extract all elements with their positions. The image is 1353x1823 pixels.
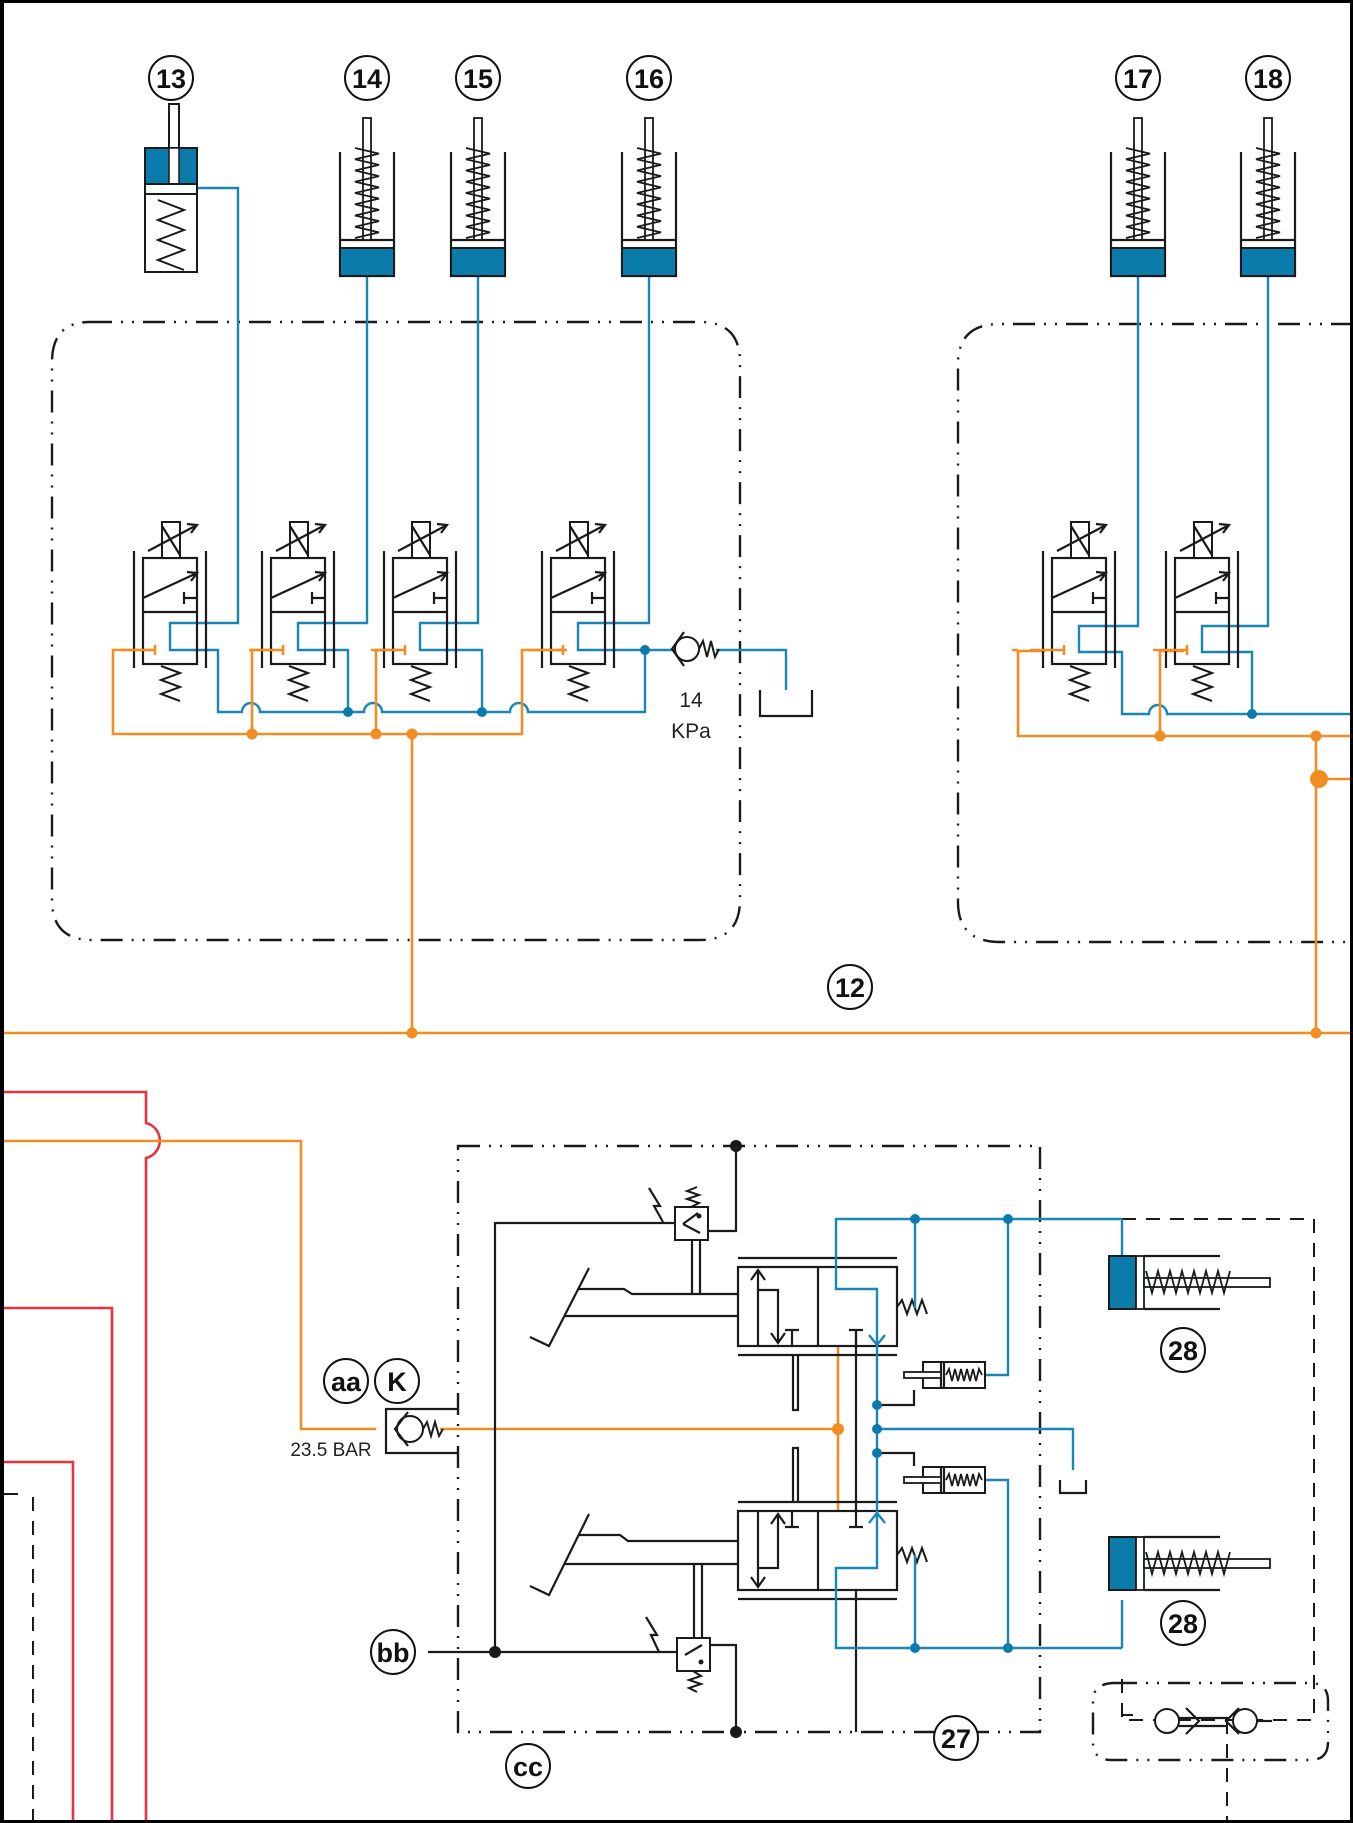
accumulator-15: [449, 117, 507, 278]
callout-15: 15: [455, 55, 501, 101]
signal-lines-lower: [834, 1217, 1124, 1650]
valve-block-housing-left: [50, 320, 742, 942]
callout-aa: aa: [323, 1358, 369, 1404]
double-check-housing: [1091, 1681, 1330, 1762]
callout-16: 16: [626, 55, 672, 101]
tank-icon-lower: [1058, 1480, 1088, 1495]
spring-accumulators: [338, 117, 1297, 278]
signal-junctions-lower: [872, 1214, 1013, 1653]
check-valve-pressure-label: 23.5 BAR: [290, 1440, 371, 1461]
callout-text: 15: [463, 64, 493, 94]
callout-text: 12: [835, 973, 865, 1003]
tank-icon-upper: [758, 690, 814, 718]
callout-text: 14: [352, 64, 382, 94]
relay-cylinder-upper: [903, 1361, 986, 1389]
pressure-switch-upper: [648, 1186, 709, 1294]
brake-chamber-enclosure: [1121, 1218, 1315, 1721]
pressure-switch-lower: [645, 1564, 711, 1693]
proportional-solenoid-valves: [121, 521, 1240, 702]
callout-text: K: [387, 1367, 407, 1397]
relief-pressure-value: 14: [679, 689, 703, 712]
callout-text: 27: [941, 1724, 971, 1754]
callout-18: 18: [1245, 55, 1291, 101]
callout-17: 17: [1115, 55, 1161, 101]
relay-cylinder-lower: [903, 1466, 986, 1494]
accumulator-18: [1239, 117, 1297, 278]
callout-27: 27: [933, 1715, 979, 1761]
brake-valve-spool-lower: [736, 1446, 928, 1601]
accumulator-16: [620, 117, 678, 278]
callout-text: 28: [1168, 1336, 1198, 1366]
callout-text: 18: [1253, 64, 1283, 94]
valve-block-housing-right: [956, 322, 1353, 944]
brake-chamber-28-lower: [1108, 1535, 1271, 1592]
callout-text: aa: [331, 1367, 362, 1397]
callout-28a: 28: [1160, 1327, 1206, 1373]
left-dashed-line: [4, 1493, 34, 1823]
proportional-valve-17: [1030, 521, 1117, 702]
brake-pedal-upper: [529, 1267, 738, 1348]
callout-text: 13: [156, 64, 186, 94]
proportional-valve-13: [121, 521, 208, 702]
callout-k: K: [374, 1358, 420, 1404]
callout-text: 16: [634, 64, 664, 94]
supply-junctions-upper: [246, 728, 1328, 1039]
accumulator-17: [1109, 117, 1167, 278]
signal-junctions-upper: [343, 645, 1257, 719]
brake-pedal-lower: [529, 1513, 738, 1597]
relief-check-valve-upper: [670, 631, 720, 667]
callout-13: 13: [148, 55, 194, 101]
proportional-valve-14: [249, 521, 336, 702]
actuator-link-upper: [877, 1390, 916, 1407]
actuator-link-lower: [877, 1451, 916, 1466]
callout-text: 17: [1123, 64, 1153, 94]
callout-text: bb: [377, 1638, 410, 1668]
callout-text: 28: [1168, 1609, 1198, 1639]
spring-cylinder-13: [144, 103, 198, 273]
callout-12: 12: [827, 964, 873, 1010]
proportional-valve-18: [1153, 521, 1240, 702]
relief-pressure-unit: KPa: [671, 720, 711, 743]
proportional-valve-15: [371, 521, 458, 702]
accumulator-14: [338, 117, 396, 278]
spring-brake-chambers: [1108, 1254, 1271, 1592]
callout-text: cc: [513, 1752, 543, 1782]
callout-labels: 13 14 15 16 17 18 12 27 28 28 aa Kbb cc: [148, 55, 1291, 1789]
brake-lines: [4, 1090, 162, 1823]
callout-c: cc: [505, 1743, 551, 1789]
brake-valve-spool-upper: [736, 1256, 928, 1732]
callout-bb: bb: [370, 1629, 416, 1675]
callout-14: 14: [344, 55, 390, 101]
proportional-valve-16: [529, 521, 616, 702]
supply-lines-lower: [4, 1139, 845, 1534]
callout-28b: 28: [1160, 1600, 1206, 1646]
brake-valve-housing: [456, 1144, 1042, 1734]
check-valve-23-5-bar: [384, 1407, 458, 1455]
double-check-valve: [1122, 1707, 1272, 1735]
brake-chamber-28-upper: [1108, 1254, 1271, 1311]
electrical-switch-lines: [428, 1140, 742, 1738]
